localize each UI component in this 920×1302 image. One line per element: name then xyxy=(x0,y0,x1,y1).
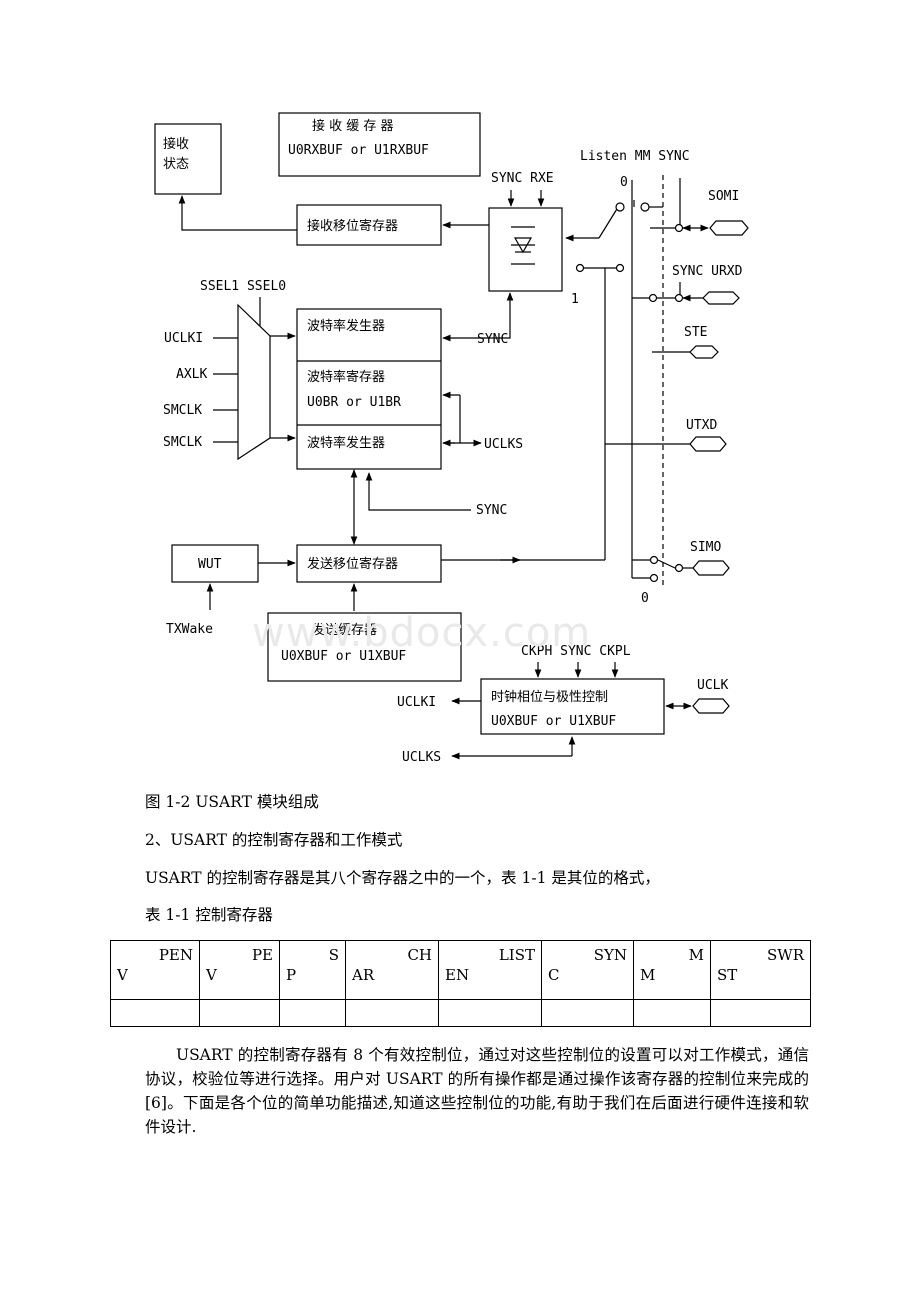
clock-input-axlk: AXLK xyxy=(176,367,207,382)
ste-pin-icon xyxy=(689,345,719,359)
somi-pin-icon xyxy=(709,220,749,236)
tx-buffer-box xyxy=(267,612,462,682)
table-title: 表 1-1 控制寄存器 xyxy=(145,906,273,924)
utxd-pin-label: UTXD xyxy=(686,418,717,433)
simo-pin-label: SIMO xyxy=(690,540,721,555)
uclk-pin-label: UCLK xyxy=(697,678,728,693)
clock-control-sub: U0XBUF or U1XBUF xyxy=(491,714,616,729)
sync-baud-label: SYNC xyxy=(477,332,508,347)
somi-pin-label: SOMI xyxy=(708,189,739,204)
sync-urxd-label: SYNC URXD xyxy=(672,264,743,279)
recv-status-box xyxy=(154,123,222,195)
intro-text: USART 的控制寄存器是其八个寄存器之中的一个，表 1-1 是其位的格式， xyxy=(145,869,660,887)
recv-buffer-title: 接 收 缓 存 器 xyxy=(312,118,394,134)
recv-status-line2: 状态 xyxy=(163,157,189,172)
rx-logic-box xyxy=(488,207,563,292)
uclks-out-label: UCLKS xyxy=(402,750,441,765)
tx-shift-register-box xyxy=(296,544,442,583)
section-title: 2、USART 的控制寄存器和工作模式 xyxy=(145,831,403,849)
uclki-out-label: UCLKI xyxy=(397,695,436,710)
ssel-label: SSEL1 SSEL0 xyxy=(200,279,286,294)
switch-0-bottom-label: 0 xyxy=(641,591,649,606)
urxd-pin-icon xyxy=(702,291,740,305)
recv-shift-register-label: 接收移位寄存器 xyxy=(307,218,398,234)
listen-mm-sync-label: Listen MM SYNC xyxy=(580,149,690,164)
recv-status-line1: 接收 xyxy=(163,136,189,152)
wut-label: WUT xyxy=(198,557,222,572)
ste-pin-label: STE xyxy=(684,325,707,340)
wut-box xyxy=(171,544,259,583)
recv-buffer-sub: U0RXBUF or U1RXBUF xyxy=(288,143,429,158)
body-paragraph: USART 的控制寄存器有 8 个有效控制位，通过对这些控制位的设置可以对工作模… xyxy=(145,1046,809,1136)
sync-rxe-label: SYNC RXE xyxy=(491,171,554,186)
uclk-pin-icon xyxy=(692,698,730,714)
clock-input-smclk-2: SMCLK xyxy=(163,435,202,450)
clock-input-uclki: UCLKI xyxy=(164,331,203,346)
baud-generator-top-label: 波特率发生器 xyxy=(307,318,385,334)
sync-shift-label: SYNC xyxy=(476,503,507,518)
switch-0-top-label: 0 xyxy=(620,175,628,190)
baud-register-sub: U0BR or U1BR xyxy=(307,395,401,410)
ckph-sync-ckpl-label: CKPH SYNC CKPL xyxy=(521,644,631,659)
baud-generator-bottom-label: 波特率发生器 xyxy=(307,435,385,451)
recv-buffer-box xyxy=(278,112,481,177)
tx-shift-register-label: 发送移位寄存器 xyxy=(307,556,398,572)
tx-buffer-sub: U0XBUF or U1XBUF xyxy=(281,649,406,664)
clock-mux xyxy=(237,303,271,461)
uclks-baud-label: UCLKS xyxy=(484,437,523,452)
clock-input-smclk-1: SMCLK xyxy=(163,403,202,418)
clock-control-title: 时钟相位与极性控制 xyxy=(491,689,608,705)
table-row xyxy=(110,999,811,1027)
simo-pin-icon xyxy=(692,560,730,576)
tx-buffer-title: 发送缓存器 xyxy=(312,622,377,638)
baud-stack-box xyxy=(296,308,442,470)
txwake-label: TXWake xyxy=(166,622,213,637)
watermark: www.bdocx.com xyxy=(252,610,592,656)
recv-shift-to-status-arrow xyxy=(178,195,297,231)
figure-caption: 图 1-2 USART 模块组成 xyxy=(145,793,319,811)
baud-register-title: 波特率寄存器 xyxy=(307,369,385,385)
clock-control-box xyxy=(480,678,665,735)
utxd-pin-icon xyxy=(689,436,727,452)
recv-shift-register-box xyxy=(296,204,442,246)
usart-block-diagram: 接收 状态 接 收 缓 存 器 U0RXBUF or U1RXBUF 接收移位寄… xyxy=(154,112,749,765)
switch-1-label: 1 xyxy=(571,292,579,307)
